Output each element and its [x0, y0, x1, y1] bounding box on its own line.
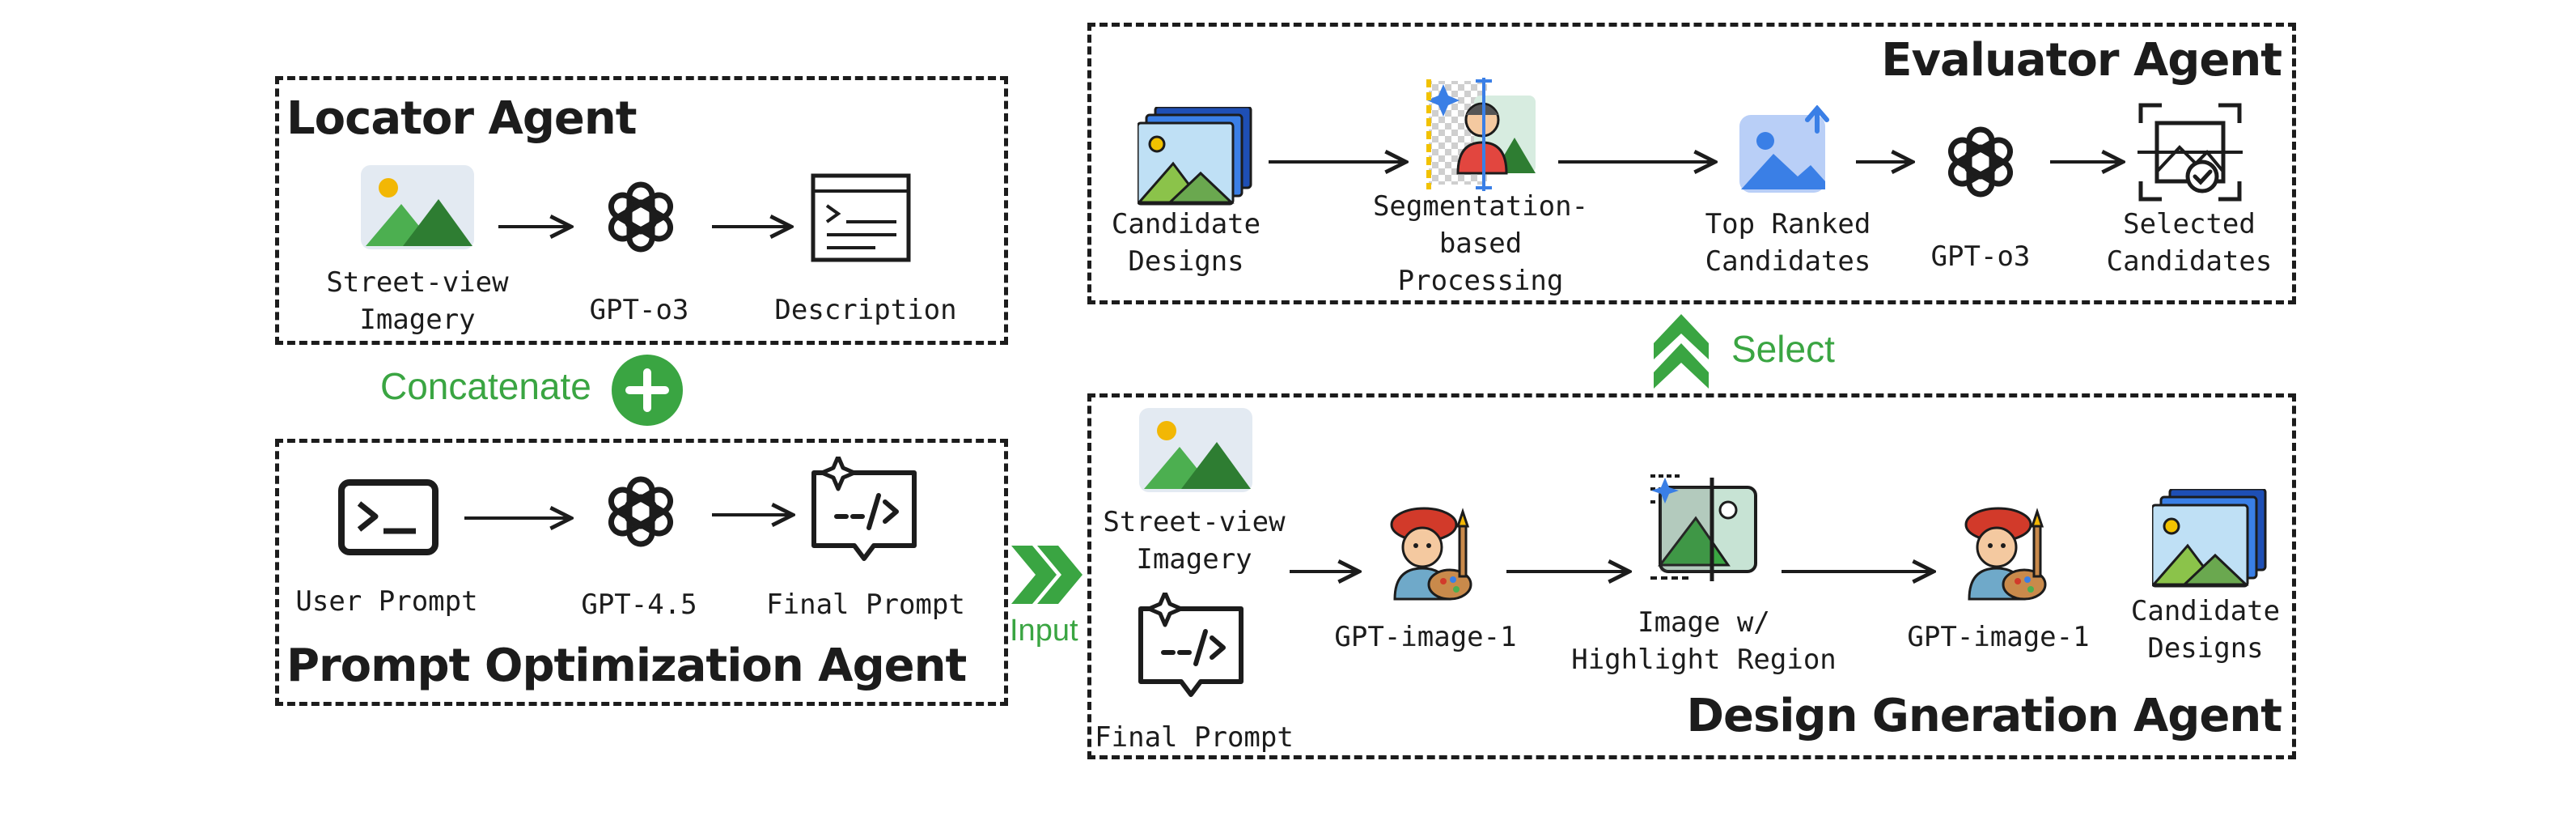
- locator-agent-box: [275, 76, 1008, 345]
- locator-street-view-label: Street-view Imagery: [326, 266, 509, 336]
- openai-logo-icon: [584, 160, 697, 274]
- landscape-image-icon: [1139, 408, 1252, 492]
- highlight-image-icon: [1650, 474, 1757, 581]
- landscape-image-icon: [361, 165, 474, 249]
- selected-frame-icon: [2137, 103, 2243, 202]
- prompt-bubble-icon: [1136, 593, 1246, 698]
- image-stack-icon: [1138, 107, 1252, 206]
- prompt-optimization-agent-box: [275, 439, 1008, 706]
- double-chevron-right-icon: [1011, 546, 1083, 604]
- ranked-image-icon: [1739, 105, 1829, 193]
- evaluator-model-label: GPT-o3: [1930, 240, 2031, 273]
- design-candidates-label: Candidate Designs: [2130, 595, 2281, 665]
- design-street-view-label: Street-view Imagery: [1103, 506, 1286, 576]
- document-icon: [811, 173, 911, 262]
- evaluator-agent-box: [1087, 23, 2296, 304]
- user-prompt-label: User Prompt: [295, 585, 478, 618]
- select-label: Select: [1731, 328, 1835, 370]
- prompt-opt-model-label: GPT-4.5: [581, 589, 697, 621]
- concatenate-label: Concatenate: [380, 365, 591, 407]
- top-ranked-label: Top Ranked Candidates: [1705, 208, 1871, 278]
- locator-description-label: Description: [774, 294, 957, 326]
- evaluator-agent-title: Evaluator Agent: [1881, 34, 2282, 87]
- image-stack-icon: [2152, 489, 2267, 588]
- double-chevron-up-icon: [1654, 314, 1709, 389]
- locator-model-label: GPT-o3: [589, 294, 689, 326]
- segmentation-icon: [1426, 78, 1536, 191]
- segmentation-label: Segmentation- based Processing: [1372, 190, 1589, 297]
- prompt-bubble-icon: [809, 457, 919, 562]
- plus-circle-icon[interactable]: [610, 353, 684, 427]
- openai-logo-icon: [1924, 105, 2037, 219]
- openai-logo-icon: [584, 455, 697, 568]
- selected-candidates-label: Selected Candidates: [2106, 208, 2273, 278]
- design-model-1-label: GPT-image-1: [1334, 621, 1517, 653]
- evaluator-candidates-label: Candidate Designs: [1111, 208, 1261, 278]
- prompt-optimization-agent-title: Prompt Optimization Agent: [286, 640, 967, 692]
- locator-agent-title: Locator Agent: [286, 92, 638, 145]
- final-prompt-label: Final Prompt: [766, 589, 965, 621]
- design-final-prompt-label: Final Prompt: [1095, 721, 1294, 754]
- design-model-2-label: GPT-image-1: [1907, 621, 2090, 653]
- design-generation-agent-title: Design Gneration Agent: [1686, 690, 2282, 742]
- painter-icon: [1390, 507, 1472, 601]
- design-generation-agent-box: [1087, 393, 2296, 759]
- terminal-icon: [338, 479, 439, 555]
- input-label: Input: [1010, 614, 1078, 648]
- painter-icon: [1964, 507, 2047, 601]
- highlight-region-label: Image w/ Highlight Region: [1571, 606, 1837, 676]
